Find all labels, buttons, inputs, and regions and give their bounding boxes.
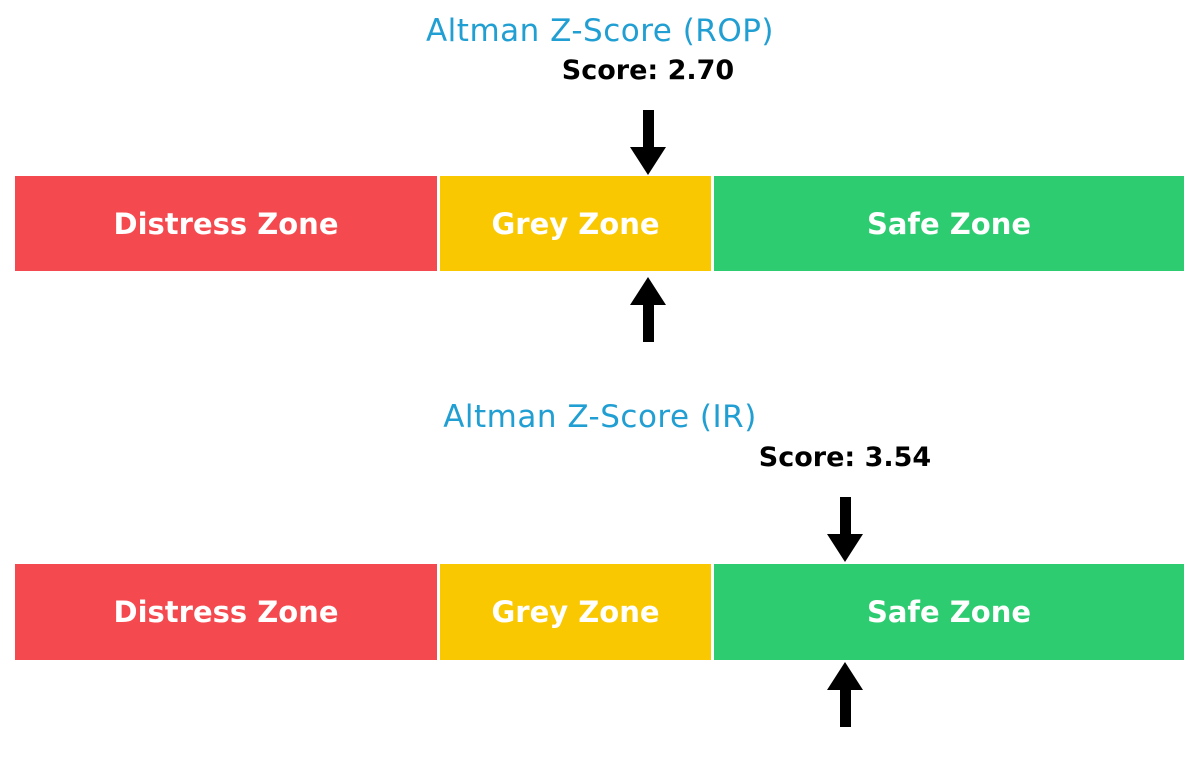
zone-grey: Grey Zone xyxy=(440,564,711,660)
arrow-head xyxy=(827,534,863,562)
zone-safe: Safe Zone xyxy=(714,176,1184,271)
zone-label: Safe Zone xyxy=(866,206,1032,241)
score-arrow-up-icon xyxy=(630,277,666,342)
arrow-stem xyxy=(839,497,851,534)
score-label-ir: Score: 3.54 xyxy=(758,442,932,473)
arrow-head xyxy=(827,662,863,690)
score-arrow-up-icon xyxy=(827,662,863,727)
zone-label: Grey Zone xyxy=(491,595,660,629)
zone-safe: Safe Zone xyxy=(714,564,1184,660)
arrow-head xyxy=(630,147,666,175)
zone-grey: Grey Zone xyxy=(440,176,711,271)
zone-label: Grey Zone xyxy=(491,206,660,241)
zone-bar-ir: Distress Zone Grey Zone Safe Zone xyxy=(15,564,1184,660)
zone-label: Distress Zone xyxy=(113,206,339,241)
score-arrow-down-icon xyxy=(827,497,863,562)
zone-distress: Distress Zone xyxy=(15,564,437,660)
arrow-stem xyxy=(839,690,851,727)
chart-title-ir: Altman Z-Score (IR) xyxy=(443,399,757,435)
zone-distress: Distress Zone xyxy=(15,176,437,271)
zone-label: Safe Zone xyxy=(866,595,1032,629)
score-arrow-down-icon xyxy=(630,110,666,175)
zone-bar-rop: Distress Zone Grey Zone Safe Zone xyxy=(15,176,1184,271)
arrow-head xyxy=(630,277,666,305)
arrow-stem xyxy=(642,110,654,147)
arrow-stem xyxy=(642,305,654,342)
zone-label: Distress Zone xyxy=(113,595,339,629)
chart-title-rop: Altman Z-Score (ROP) xyxy=(425,13,775,49)
score-label-rop: Score: 2.70 xyxy=(561,55,735,86)
